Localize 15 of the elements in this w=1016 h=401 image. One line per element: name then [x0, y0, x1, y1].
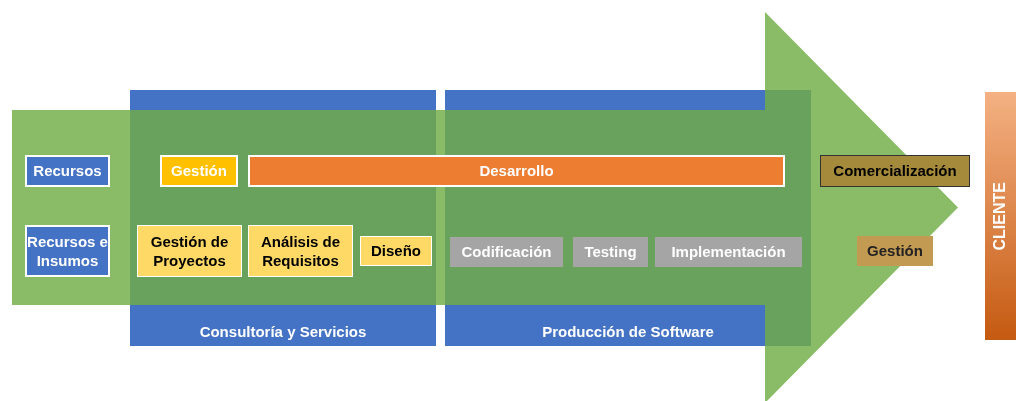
activity-box: Análisis de Requisitos: [248, 225, 353, 277]
activity-box: Implementación: [655, 237, 802, 267]
activity-box: Testing: [573, 237, 648, 267]
panel-title: Consultoría y Servicios: [198, 323, 368, 340]
activity-box: Recursos: [25, 155, 110, 187]
activity-box: Recursos e Insumos: [25, 225, 110, 277]
activity-box: Gestión: [857, 236, 933, 266]
activity-box: Diseño: [360, 236, 432, 266]
customer-bar: CLIENTE: [985, 92, 1016, 340]
activity-box: Gestión de Proyectos: [137, 225, 242, 277]
activity-box: Comercialización: [820, 155, 970, 187]
activity-box: Codificación: [450, 237, 563, 267]
activity-box: Gestión: [160, 155, 238, 187]
panel-title: Producción de Software: [541, 323, 715, 340]
activity-box: Desarrollo: [248, 155, 785, 187]
